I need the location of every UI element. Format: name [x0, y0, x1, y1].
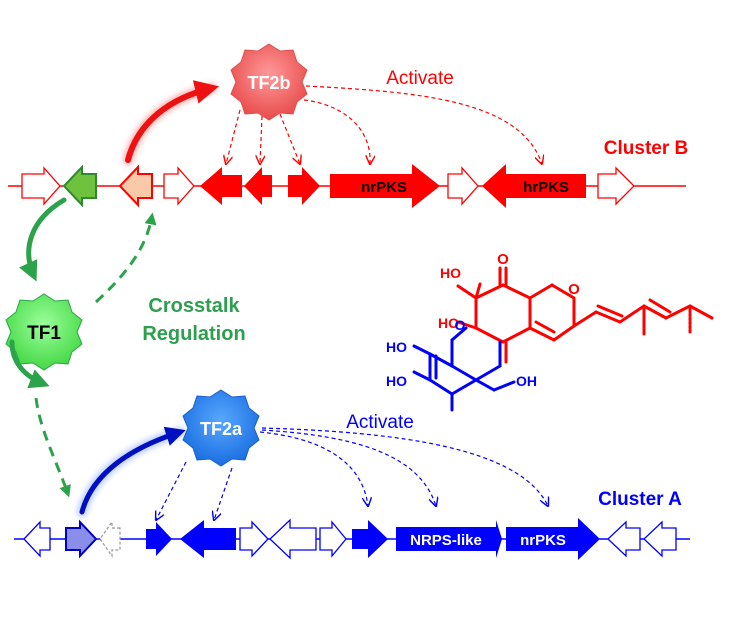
gene-b-9 [447, 166, 479, 206]
activate-a-label: Activate [346, 412, 414, 433]
tf2a-induction-arrow [79, 426, 186, 515]
gene-a-8 [319, 520, 347, 558]
crosstalk-label-line2: Regulation [142, 323, 245, 345]
gene-a-nrps-like [396, 520, 502, 558]
gene-a-nrps-like-label: NRPS-like [410, 532, 482, 549]
crosstalk-arrow-to-tf2a [34, 397, 71, 498]
tf2a-gene [65, 519, 98, 559]
activate-b-label: Activate [386, 68, 454, 89]
gene-a-nrpks-label: nrPKS [520, 532, 566, 549]
cluster-b-label: Cluster B [604, 138, 688, 159]
cluster-a-label: Cluster A [598, 489, 682, 510]
gene-b-11 [597, 166, 635, 206]
gene-b-nrpks-label: nrPKS [361, 179, 407, 196]
cluster-a: NRPS-like nrPKS Cluster A [14, 489, 690, 560]
tf2b-factor: TF2b Activate [123, 43, 542, 164]
gene-b-hrpks-label: hrPKS [523, 179, 569, 196]
atom-oh-1: OH [516, 373, 537, 389]
gene-a-3 [99, 520, 121, 558]
gene-b-nrpks [330, 164, 440, 208]
gene-a-7 [269, 518, 317, 560]
gene-a-13 [643, 520, 677, 558]
tf2b-gear-icon [230, 43, 308, 121]
atom-o-ring: O [455, 317, 466, 333]
gene-a-nrpks [506, 518, 600, 560]
molecule-blue-part [412, 326, 516, 412]
atom-ho-3: HO [386, 339, 407, 355]
tf2b-induction-arrow [125, 80, 220, 163]
gene-b-6 [244, 167, 272, 205]
gene-a-4 [146, 522, 172, 556]
gene-a-6 [239, 520, 269, 558]
tf1-label: TF1 [27, 323, 61, 344]
tf2a-label: TF2a [200, 419, 243, 439]
crosstalk-label-line1: Crosstalk [148, 295, 240, 317]
tf1-induction-arrow [19, 197, 67, 282]
gene-a-12 [607, 520, 641, 558]
tf2b-gene [118, 164, 153, 208]
atom-ho-2: HO [438, 315, 459, 331]
gene-a-1 [23, 520, 51, 558]
tf1-gene [62, 164, 97, 208]
atom-ho-4: HO [386, 373, 407, 389]
molecule-structure: HO O O HO O HO HO OH [386, 251, 714, 412]
atom-ho-1: HO [440, 265, 461, 281]
cluster-b: nrPKS hrPKS Cluster B [8, 138, 688, 208]
tf1-factor: TF1 Crosstalk Regulation [5, 197, 246, 498]
gene-b-hrpks [482, 164, 586, 208]
gene-b-7 [288, 167, 320, 205]
tf2a-factor: TF2a Activate [77, 389, 548, 520]
molecule-red-part [456, 266, 714, 364]
atom-o-pyran: O [568, 281, 580, 298]
gene-b-4 [163, 166, 195, 206]
gene-a-9 [352, 520, 388, 558]
tf2b-label: TF2b [248, 73, 291, 93]
gene-a-5 [180, 520, 236, 558]
atom-o-ketone: O [497, 251, 509, 268]
crosstalk-arrow-to-tf2b [94, 212, 157, 304]
gene-b-1 [21, 166, 61, 206]
tf2a-gear-icon [182, 389, 260, 467]
gene-b-5 [200, 167, 242, 205]
